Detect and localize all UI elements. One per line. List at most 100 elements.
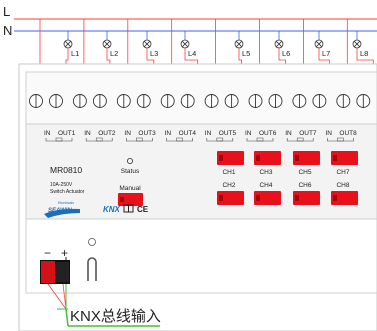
io-out-label: OUT2 (98, 130, 116, 137)
channel-3-control: CH3 (254, 151, 281, 176)
channel-7-control: CH7 (331, 151, 358, 176)
ce-mark: CE (137, 205, 149, 214)
rating-text: 10A-250V (50, 182, 73, 188)
lamp-cross-b (275, 40, 283, 48)
bus-label-leader (65, 308, 69, 327)
terminal-3-out (136, 94, 151, 108)
channel-button-3[interactable] (254, 151, 281, 165)
io-out-label: OUT6 (259, 130, 277, 137)
type-text: Switch Actuator (50, 189, 85, 195)
manual-button-mark (120, 197, 124, 202)
channel-2-control: CH2 (217, 182, 244, 205)
channel-button-mark (333, 155, 337, 161)
channel-button-7[interactable] (331, 151, 358, 165)
channel-button-mark (295, 155, 299, 161)
terminal-6-out (268, 94, 283, 108)
programming-button-icon[interactable] (87, 257, 97, 281)
channel-button-6[interactable] (293, 191, 320, 205)
io-in-label: IN (84, 130, 91, 137)
io-in-label: IN (285, 130, 292, 137)
io-in-label: IN (325, 130, 332, 137)
io-out-label: OUT4 (179, 130, 197, 137)
io-in-label: IN (44, 130, 51, 137)
lamp-label: L8 (360, 49, 368, 58)
bus-plus-label: + (61, 246, 68, 260)
channel-button-2[interactable] (217, 191, 244, 205)
io-label-group-5: IN OUT5 (205, 130, 237, 142)
channel-6-control: CH6 (293, 182, 320, 205)
brand-name: SEAWIN (48, 208, 72, 214)
channel-button-5[interactable] (293, 151, 320, 165)
io-out-label: OUT7 (299, 130, 317, 137)
lamp-label: L1 (71, 49, 79, 58)
terminal-7-in (292, 94, 307, 108)
output-terminals (29, 94, 371, 108)
terminal-1-in (29, 94, 43, 108)
lamp-cross-b (315, 40, 323, 48)
channel-button-mark (295, 195, 299, 201)
terminal-3-in (116, 94, 131, 108)
io-in-label: IN (124, 130, 131, 137)
channel-button-4[interactable] (254, 191, 281, 205)
channel-button-mark (256, 195, 260, 201)
bus-terminal-black (56, 262, 69, 282)
terminal-block-bottom (25, 218, 377, 294)
lamp-label: L2 (110, 49, 118, 58)
terminal-4-in (160, 94, 175, 108)
channel-button-1[interactable] (217, 151, 244, 165)
io-out-label: OUT8 (339, 130, 357, 137)
brand-subtitle: Electricals (58, 201, 74, 205)
lamp-label: L5 (242, 49, 250, 58)
terminal-8-out (356, 94, 371, 108)
lamp-cross-b (143, 40, 151, 48)
channel-5-control: CH5 (293, 151, 320, 176)
io-contact (256, 137, 264, 142)
terminal-5-out (224, 94, 239, 108)
channel-label: CH7 (336, 169, 349, 176)
channel-label: CH1 (222, 169, 235, 176)
lamp-label: L7 (322, 49, 330, 58)
io-out-label: OUT5 (219, 130, 237, 137)
io-contact (95, 137, 103, 142)
io-out-label: OUT3 (138, 130, 156, 137)
io-label-group-7: IN OUT7 (285, 130, 317, 142)
manual-label: Manual (119, 185, 141, 192)
channel-label: CH2 (222, 182, 235, 189)
channel-label: CH3 (259, 169, 272, 176)
terminal-4-out (180, 94, 195, 108)
channel-button-mark (256, 155, 260, 161)
seawin-swoosh (44, 208, 80, 218)
channel-button-8[interactable] (331, 191, 358, 205)
io-label-group-3: IN OUT3 (124, 130, 156, 142)
supply-lines: L N (3, 4, 377, 38)
io-contact (216, 137, 224, 142)
io-contact (55, 137, 63, 142)
knx-bus-connector: − + (40, 238, 97, 284)
lamp-cross-b (103, 40, 111, 48)
terminal-7-out (312, 94, 327, 108)
status-label: Status (121, 168, 140, 175)
channel-button-mark (219, 155, 223, 161)
io-in-label: IN (165, 130, 172, 137)
io-in-label: IN (205, 130, 212, 137)
io-label-group-8: IN OUT8 (325, 130, 357, 142)
channel-4-control: CH4 (254, 182, 281, 205)
lamp-cross-b (64, 40, 72, 48)
knx-logo: KNX (103, 205, 121, 214)
terminal-2-out (92, 94, 107, 108)
io-in-label: IN (245, 130, 252, 137)
io-contact (176, 137, 183, 142)
bus-input-label: KNX总线输入 (70, 308, 161, 325)
manual-button[interactable] (118, 193, 143, 206)
lamp-label: L3 (150, 49, 158, 58)
io-contact (136, 137, 143, 142)
neutral-line-label: N (3, 23, 12, 38)
io-label-group-4: IN OUT4 (165, 130, 197, 142)
channel-1-control: CH1 (217, 151, 244, 176)
channel-label: CH5 (298, 169, 311, 176)
